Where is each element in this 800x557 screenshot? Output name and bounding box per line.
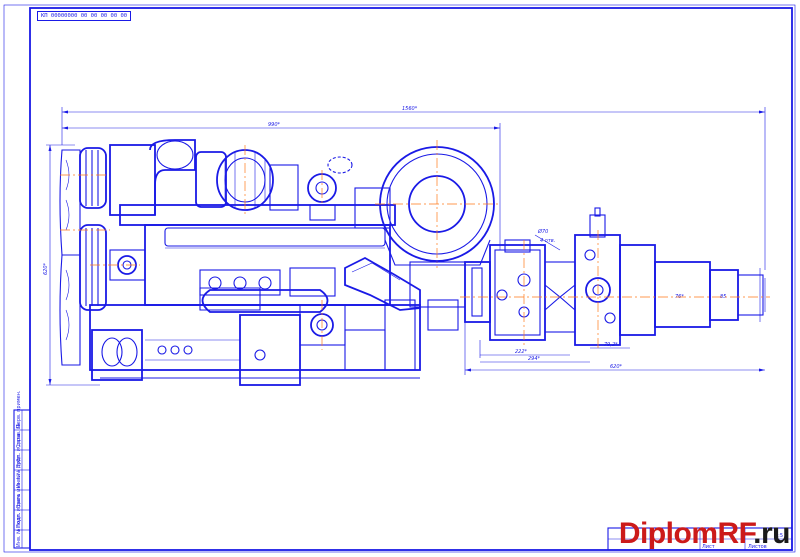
dim-engine-label: 990* bbox=[268, 122, 281, 128]
title-sheets-label: Листов bbox=[748, 544, 767, 550]
watermark-brand: DiplomRF bbox=[618, 517, 754, 550]
dim-d1-label: 222* bbox=[515, 349, 528, 355]
dim-d2-label: 294* bbox=[528, 356, 541, 362]
pump-assembly bbox=[460, 207, 770, 350]
stamp-label-4: Инв. № дубл. bbox=[16, 453, 22, 488]
inner-frame bbox=[29, 7, 793, 551]
stamp-label-5: Взам. инв. № bbox=[16, 473, 22, 508]
dim-overall-label: 1560* bbox=[402, 106, 418, 112]
air-filter bbox=[375, 140, 500, 331]
engine-block bbox=[89, 139, 421, 386]
title-block: Лист Листов 1:5 bbox=[607, 527, 793, 551]
dim-height-label: 620* bbox=[43, 262, 49, 275]
dim-height: 620* bbox=[43, 144, 100, 386]
dim-d7-label: Ø70 bbox=[537, 228, 548, 235]
stamp-label-1: Перв. примен. bbox=[16, 390, 22, 428]
dim-small: 222* 294* 79,2* 76* 85 4 отв. Ø70 bbox=[479, 228, 726, 363]
title-sheet-label: Лист bbox=[702, 544, 715, 550]
title-scale: 1:5 bbox=[775, 533, 783, 539]
dim-pump-label: 620* bbox=[610, 364, 623, 370]
document-code: КП 00000000 00 00 00 00 00 bbox=[37, 11, 132, 21]
dim-engine: 990* bbox=[62, 122, 501, 250]
dim-d6-label: 4 отв. bbox=[540, 238, 555, 244]
stamp-label-2: Справ. № bbox=[16, 423, 22, 448]
dim-d5-label: 85 bbox=[720, 294, 726, 300]
stamp-label-6: Подп. и дата bbox=[16, 494, 22, 528]
watermark: DiplomRF.ru bbox=[618, 517, 791, 551]
front-pulleys bbox=[59, 147, 110, 366]
dim-pump: 620* bbox=[464, 300, 765, 375]
side-stamp: Перв. примен. Справ. № Подп. и дата Инв.… bbox=[13, 390, 31, 549]
dim-overall: 1560* bbox=[61, 106, 766, 270]
stamp-label-7: Инв. № подл. bbox=[16, 512, 22, 547]
stamp-label-3: Подп. и дата bbox=[16, 434, 22, 468]
watermark-suffix: .ru bbox=[753, 517, 790, 550]
outer-frame bbox=[3, 4, 796, 553]
